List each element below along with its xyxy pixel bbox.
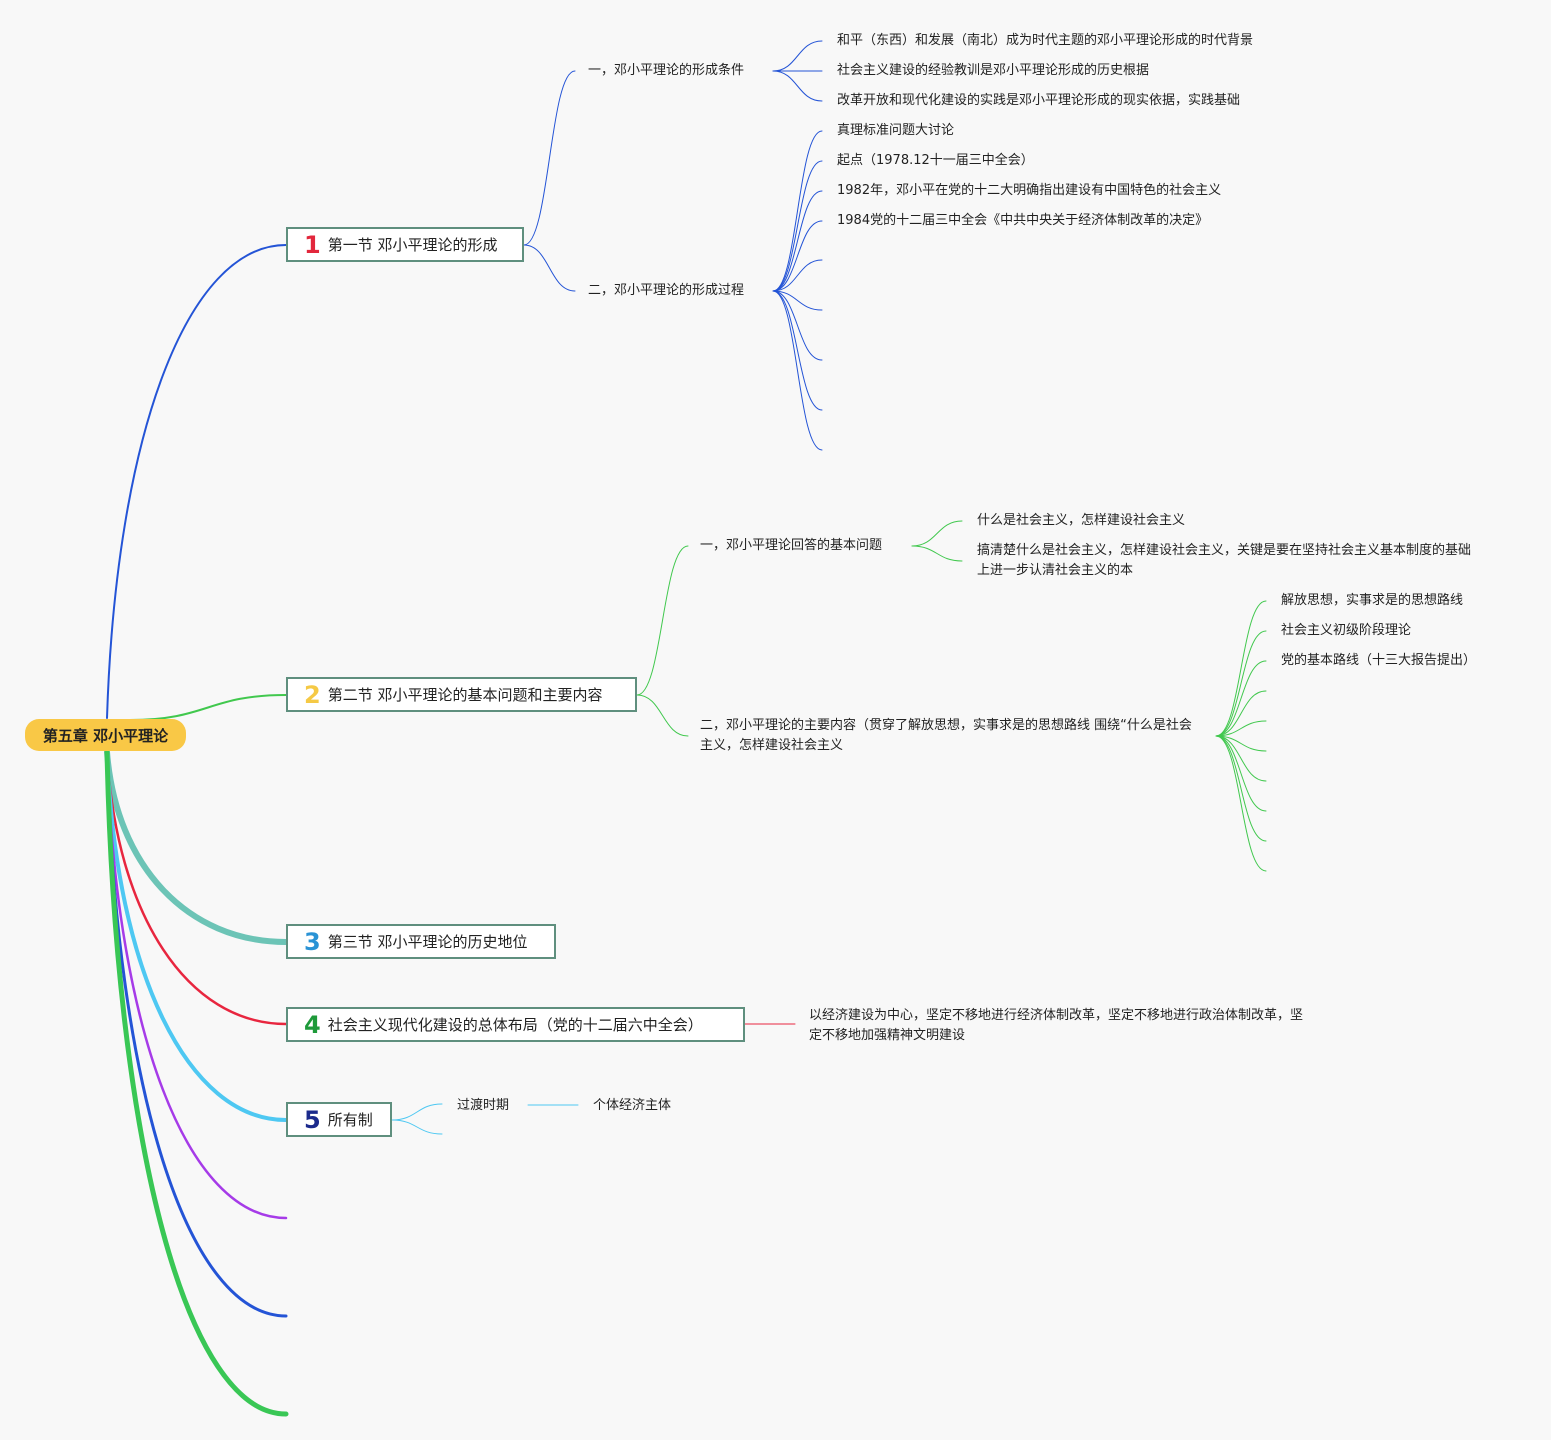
- s1-sub1-item-3[interactable]: 改革开放和现代化建设的实践是邓小平理论形成的现实依据，实践基础: [837, 93, 1241, 108]
- s2-sub2-fan-5: [1215, 735, 1267, 752]
- branch-section-3: [104, 749, 289, 945]
- s2-sub1-fan-1: [911, 545, 963, 562]
- branch-section-1: [106, 244, 287, 719]
- s2-sub2-fan-2: [1215, 660, 1267, 737]
- s2-sub2-fan-3: [1215, 690, 1267, 737]
- s5-sub1-label[interactable]: 过渡时期: [457, 1098, 510, 1113]
- s2-sub1-item-2[interactable]: 搞清楚什么是社会主义，怎样建设社会主义，关键是要在坚持社会主义基本制度的基础上进…: [977, 543, 1472, 578]
- s2-sub2-fan-0: [1215, 600, 1267, 737]
- s2-sub2-item-2[interactable]: 社会主义初级阶段理论: [1281, 623, 1412, 638]
- s1-sub1-label[interactable]: 一，邓小平理论的形成条件: [588, 63, 745, 78]
- section-2-label: 第二节 邓小平理论的基本问题和主要内容: [327, 686, 603, 704]
- s1-sub2-fan-5: [772, 290, 823, 311]
- s1-sub2-fan-7: [772, 290, 823, 411]
- s2-link-sub1: [636, 545, 689, 696]
- s1-sub2-fan-8: [772, 290, 823, 451]
- branch-section-5: [105, 750, 288, 1122]
- section-1-node[interactable]: 1 第一节 邓小平理论的形成: [286, 227, 524, 262]
- section-3-label: 第三节 邓小平理论的历史地位: [327, 933, 528, 951]
- s1-sub2-fan-4: [772, 259, 823, 292]
- branch-empty-1: [105, 750, 288, 1220]
- s2-sub2-fan-8: [1215, 735, 1267, 842]
- root-topic[interactable]: 第五章 邓小平理论: [25, 719, 186, 751]
- branch-section-2: [129, 694, 287, 721]
- s2-sub1-item-1[interactable]: 什么是社会主义，怎样建设社会主义: [977, 513, 1186, 528]
- section-5-number: 5: [304, 1105, 321, 1134]
- branch-empty-3: [104, 749, 289, 1417]
- s1-sub2-fan-0: [772, 130, 823, 292]
- s1-sub2-item-1[interactable]: 真理标准问题大讨论: [837, 123, 955, 138]
- section-1-number: 1: [304, 230, 321, 259]
- s1-sub1-fan-2: [772, 70, 823, 102]
- s2-sub2-item-3[interactable]: 党的基本路线（十三大报告提出）: [1281, 653, 1477, 668]
- section-3-node[interactable]: 3 第三节 邓小平理论的历史地位: [286, 924, 556, 959]
- s2-sub2-fan-4: [1215, 720, 1267, 737]
- branch-section-4: [105, 750, 288, 1026]
- s1-sub2-label[interactable]: 二，邓小平理论的形成过程: [588, 283, 745, 298]
- s1-sub2-item-3[interactable]: 1982年，邓小平在党的十二大明确指出建设有中国特色的社会主义: [837, 183, 1222, 198]
- s1-sub2-fan-6: [772, 290, 823, 361]
- s1-sub2-fan-2: [772, 190, 823, 292]
- s1-sub2-item-4[interactable]: 1984党的十二届三中全会《中共中央关于经济体制改革的决定》: [837, 213, 1209, 228]
- section-4-label: 社会主义现代化建设的总体布局（党的十二届六中全会）: [327, 1016, 703, 1034]
- s2-sub2-item-1[interactable]: 解放思想，实事求是的思想路线: [1281, 593, 1464, 608]
- s5-sub1-item-1[interactable]: 个体经济主体: [593, 1098, 672, 1113]
- s1-sub2-fan-1: [772, 160, 823, 292]
- s1-sub1-fan-0: [772, 40, 823, 72]
- section-5-node[interactable]: 5 所有制: [286, 1102, 392, 1137]
- s5-link-sub1: [391, 1103, 443, 1121]
- s1-sub2-item-2[interactable]: 起点（1978.12十一届三中全会）: [837, 153, 1034, 168]
- s2-sub1-fan-0: [911, 520, 963, 547]
- section-1-label: 第一节 邓小平理论的形成: [327, 236, 498, 254]
- s5-link-sub2: [391, 1119, 443, 1135]
- branch-empty-2: [105, 750, 288, 1318]
- s1-link-sub2: [523, 244, 576, 292]
- section-5-label: 所有制: [327, 1111, 373, 1129]
- section-3-number: 3: [304, 927, 321, 956]
- section-2-node[interactable]: 2 第二节 邓小平理论的基本问题和主要内容: [286, 677, 637, 712]
- s2-sub2-label[interactable]: 二，邓小平理论的主要内容（贯穿了解放思想，实事求是的思想路线 围绕“什么是社会主…: [700, 718, 1192, 753]
- s2-sub2-fan-6: [1215, 735, 1267, 782]
- s1-sub1-item-1[interactable]: 和平（东西）和发展（南北）成为时代主题的邓小平理论形成的时代背景: [837, 33, 1254, 48]
- section-4-node[interactable]: 4 社会主义现代化建设的总体布局（党的十二届六中全会）: [286, 1007, 745, 1042]
- section-4-number: 4: [304, 1010, 321, 1039]
- s4-sub1-label[interactable]: 以经济建设为中心，坚定不移地进行经济体制改革，坚定不移地进行政治体制改革，坚定不…: [809, 1008, 1304, 1043]
- s2-sub2-fan-7: [1215, 735, 1267, 812]
- s1-sub2-fan-3: [772, 220, 823, 292]
- s1-sub1-item-2[interactable]: 社会主义建设的经验教训是邓小平理论形成的历史根据: [837, 63, 1150, 78]
- s1-link-sub1: [523, 70, 576, 246]
- section-2-number: 2: [304, 680, 321, 709]
- s2-link-sub2: [636, 694, 689, 737]
- s2-sub2-fan-1: [1215, 630, 1267, 737]
- s2-sub1-label[interactable]: 一，邓小平理论回答的基本问题: [700, 538, 883, 553]
- s2-sub2-fan-9: [1215, 735, 1267, 872]
